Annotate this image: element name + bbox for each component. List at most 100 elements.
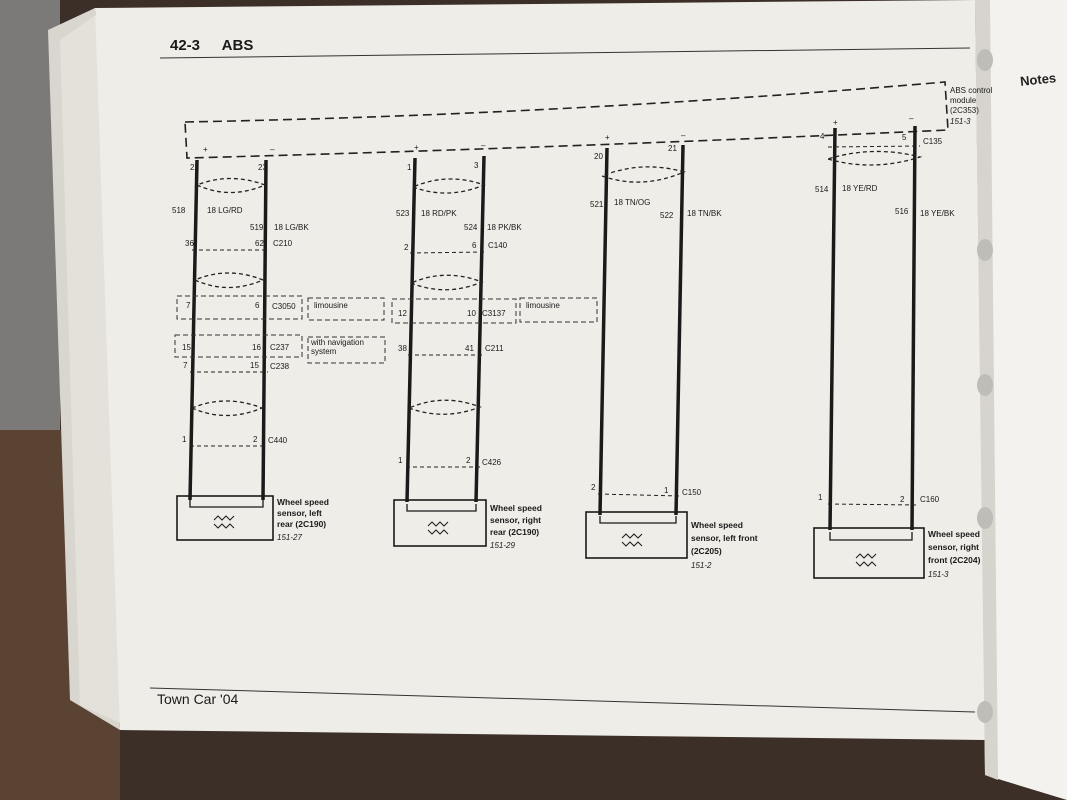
- module-pin: 20: [594, 152, 603, 161]
- connector-pin: 38: [398, 344, 407, 353]
- connector-pin: 7: [183, 361, 188, 370]
- connector-pin: 1: [664, 486, 669, 495]
- page-footer: Town Car '04: [157, 691, 239, 707]
- wire-plus: [598, 147, 609, 516]
- connector-option: with navigation system: [311, 338, 364, 356]
- connector-name: C238: [270, 362, 290, 371]
- twisted-pair-symbol: [825, 150, 923, 166]
- wire-plus: [188, 159, 199, 501]
- connector-pin: 2: [591, 483, 596, 492]
- circuit-right-rear: + – 1 3 523 18 RD/PK 524 18 PK/BK 2 6 C1…: [391, 141, 598, 550]
- sensor-icon: [427, 521, 449, 535]
- wire-number: 516: [895, 207, 909, 216]
- connector-pin: 1: [818, 493, 823, 502]
- connector-name: C140: [488, 241, 508, 250]
- sensor-label: Wheel speed: [928, 529, 980, 539]
- connector-pin: 16: [252, 343, 261, 352]
- module-pin: 4: [820, 132, 825, 141]
- twisted-pair-symbol: [600, 166, 686, 183]
- polarity-minus: –: [909, 114, 914, 123]
- sensor-ref: 151-3: [928, 570, 949, 579]
- sensor-icon: [621, 533, 643, 547]
- connector-name: C3137: [482, 309, 506, 318]
- connector-pin: 1: [398, 456, 403, 465]
- section-title: ABS: [221, 37, 254, 54]
- wire-number: 523: [396, 209, 410, 218]
- wire-color: 18 PK/BK: [487, 223, 522, 232]
- wire-number: 519: [250, 223, 264, 232]
- wire-color: 18 LG/RD: [207, 206, 243, 215]
- wire-number: 524: [464, 223, 478, 232]
- module-label-1: ABS control: [950, 86, 992, 95]
- connector-pin: 2: [900, 495, 905, 504]
- sensor-box: [585, 511, 688, 559]
- connector-pin: 15: [250, 361, 259, 370]
- sensor-box: [393, 499, 487, 547]
- sensor-icon: [213, 515, 235, 529]
- connector-pin: 2: [253, 435, 258, 444]
- sensor-box: [176, 495, 274, 541]
- connector-pin: 6: [255, 301, 260, 310]
- sensor-label: sensor, right: [928, 542, 979, 552]
- circuit-left-rear: + – 22 23 518 18 LG/RD 519 18 LG/BK 36 6…: [172, 145, 386, 542]
- page-header: 42-3 ABS: [170, 37, 253, 54]
- page-number: 42-3: [170, 37, 201, 54]
- connector-name: C135: [923, 137, 943, 146]
- wire-minus: [261, 159, 268, 501]
- sensor-label: sensor, right: [490, 515, 541, 525]
- connector-name: C150: [682, 488, 702, 497]
- connector-name: C160: [920, 495, 940, 504]
- module-label-2: module: [950, 96, 977, 105]
- connector-name: C440: [268, 436, 288, 445]
- module-pin: 1: [407, 163, 412, 172]
- wire-color: 18 YE/RD: [842, 184, 878, 193]
- wire-number: 521: [590, 200, 604, 209]
- sensor-ref: 151-27: [277, 533, 302, 542]
- wire-color: 18 LG/BK: [274, 223, 309, 232]
- sensor-label: Wheel speed: [277, 497, 329, 507]
- connector-pin: 36: [185, 239, 194, 248]
- connector-pin: 41: [465, 344, 474, 353]
- connector-pin: 10: [467, 309, 476, 318]
- module-pin: 3: [474, 161, 479, 170]
- twisted-pair-symbol: [411, 178, 486, 194]
- sensor-ref: 151-29: [490, 541, 515, 550]
- module-pin: 5: [902, 133, 907, 142]
- polarity-plus: +: [833, 118, 838, 127]
- connector-pin: 1: [182, 435, 187, 444]
- wire-plus: [405, 157, 417, 503]
- wire-number: 514: [815, 185, 829, 194]
- sensor-label: Wheel speed: [691, 520, 743, 530]
- polarity-minus: –: [270, 145, 275, 154]
- module-pin: 23: [258, 163, 267, 172]
- connector-name: C211: [485, 344, 504, 353]
- connector-pin: 2: [466, 456, 471, 465]
- connector-pin: 6: [472, 241, 477, 250]
- wire-plus: [828, 127, 837, 531]
- wire-color: 18 YE/BK: [920, 209, 955, 218]
- sensor-label: rear (2C190): [277, 519, 326, 529]
- sensor-label: front (2C204): [928, 555, 981, 565]
- sensor-label: Wheel speed: [490, 503, 542, 513]
- sensor-label: sensor, left front: [691, 533, 758, 543]
- abs-module-box: ABS control module (2C353) 151-3: [184, 81, 992, 159]
- connector-option: limousine: [526, 301, 560, 310]
- circuit-right-front: + – 4 5 C135 514 18 YE/RD 516 18 YE/BK 1…: [813, 114, 981, 579]
- polarity-plus: +: [605, 133, 610, 142]
- connector-name: C237: [270, 343, 290, 352]
- twisted-pair-symbol: [193, 272, 265, 289]
- module-pin: 21: [668, 144, 677, 153]
- polarity-plus: +: [414, 143, 419, 152]
- polarity-minus: –: [681, 131, 686, 140]
- connector-name: C3050: [272, 302, 296, 311]
- connector-option: limousine: [314, 301, 348, 310]
- connector-pin: 2: [404, 243, 409, 252]
- module-pin: 22: [190, 163, 199, 172]
- wire-color: 18 RD/PK: [421, 209, 457, 218]
- twisted-pair-symbol: [195, 177, 267, 194]
- connector-pin: 12: [398, 309, 407, 318]
- connector-name: C426: [482, 458, 502, 467]
- sensor-label: sensor, left: [277, 508, 322, 518]
